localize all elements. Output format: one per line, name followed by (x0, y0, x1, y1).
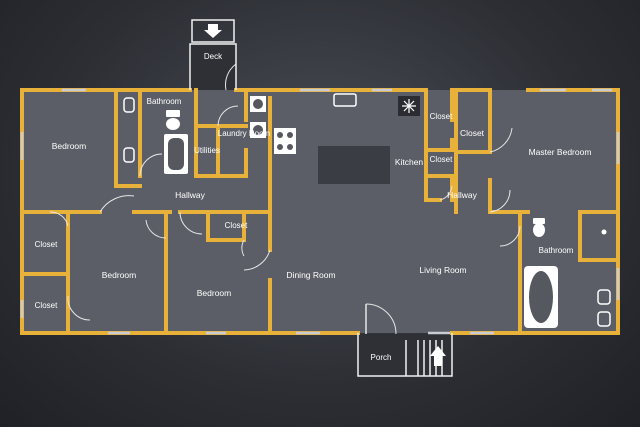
sink-icon (123, 93, 611, 327)
label-bathroom-top: Bathroom (147, 97, 182, 106)
label-closet-mid: Closet (225, 221, 248, 230)
kitchen-island (318, 146, 390, 184)
porch-outline (357, 333, 453, 377)
label-living: Living Room (419, 265, 466, 275)
label-bedroom-sw: Bedroom (102, 270, 137, 280)
label-laundry: Laundry Room (218, 129, 271, 138)
dryer-icon (250, 122, 266, 138)
deck-floor (190, 44, 236, 90)
label-master-bedroom: Master Bedroom (529, 147, 592, 157)
label-closet-k-bottom: Closet (430, 155, 453, 164)
label-kitchen: Kitchen (395, 157, 424, 167)
arrow-down-icon (204, 24, 222, 38)
label-closet-left-lower: Closet (35, 301, 58, 310)
stove-icon (274, 128, 296, 154)
label-porch: Porch (371, 353, 392, 362)
walls (20, 88, 620, 335)
windows (20, 88, 620, 335)
label-bathroom-master: Bathroom (539, 246, 574, 255)
label-closet-left-upper: Closet (35, 240, 58, 249)
door-swings (49, 63, 521, 335)
deck-outline (189, 19, 237, 90)
washer-icon (250, 96, 266, 112)
label-bedroom-mid: Bedroom (197, 288, 232, 298)
toilet-icon (166, 110, 545, 237)
label-closet-k-top: Closet (430, 112, 453, 121)
bathtub-icon (164, 134, 558, 328)
shower-icon (601, 229, 607, 235)
label-dining: Dining Room (286, 270, 335, 280)
label-deck: Deck (204, 52, 223, 61)
label-bedroom-nw: Bedroom (52, 141, 87, 151)
label-hallway-left: Hallway (175, 190, 206, 200)
label-utilities: Utilities (194, 146, 220, 155)
label-hallway-right: Hallway (447, 190, 478, 200)
arrow-up-icon (430, 346, 446, 366)
label-closet-master: Closet (460, 128, 485, 138)
fan-icon (398, 96, 420, 116)
